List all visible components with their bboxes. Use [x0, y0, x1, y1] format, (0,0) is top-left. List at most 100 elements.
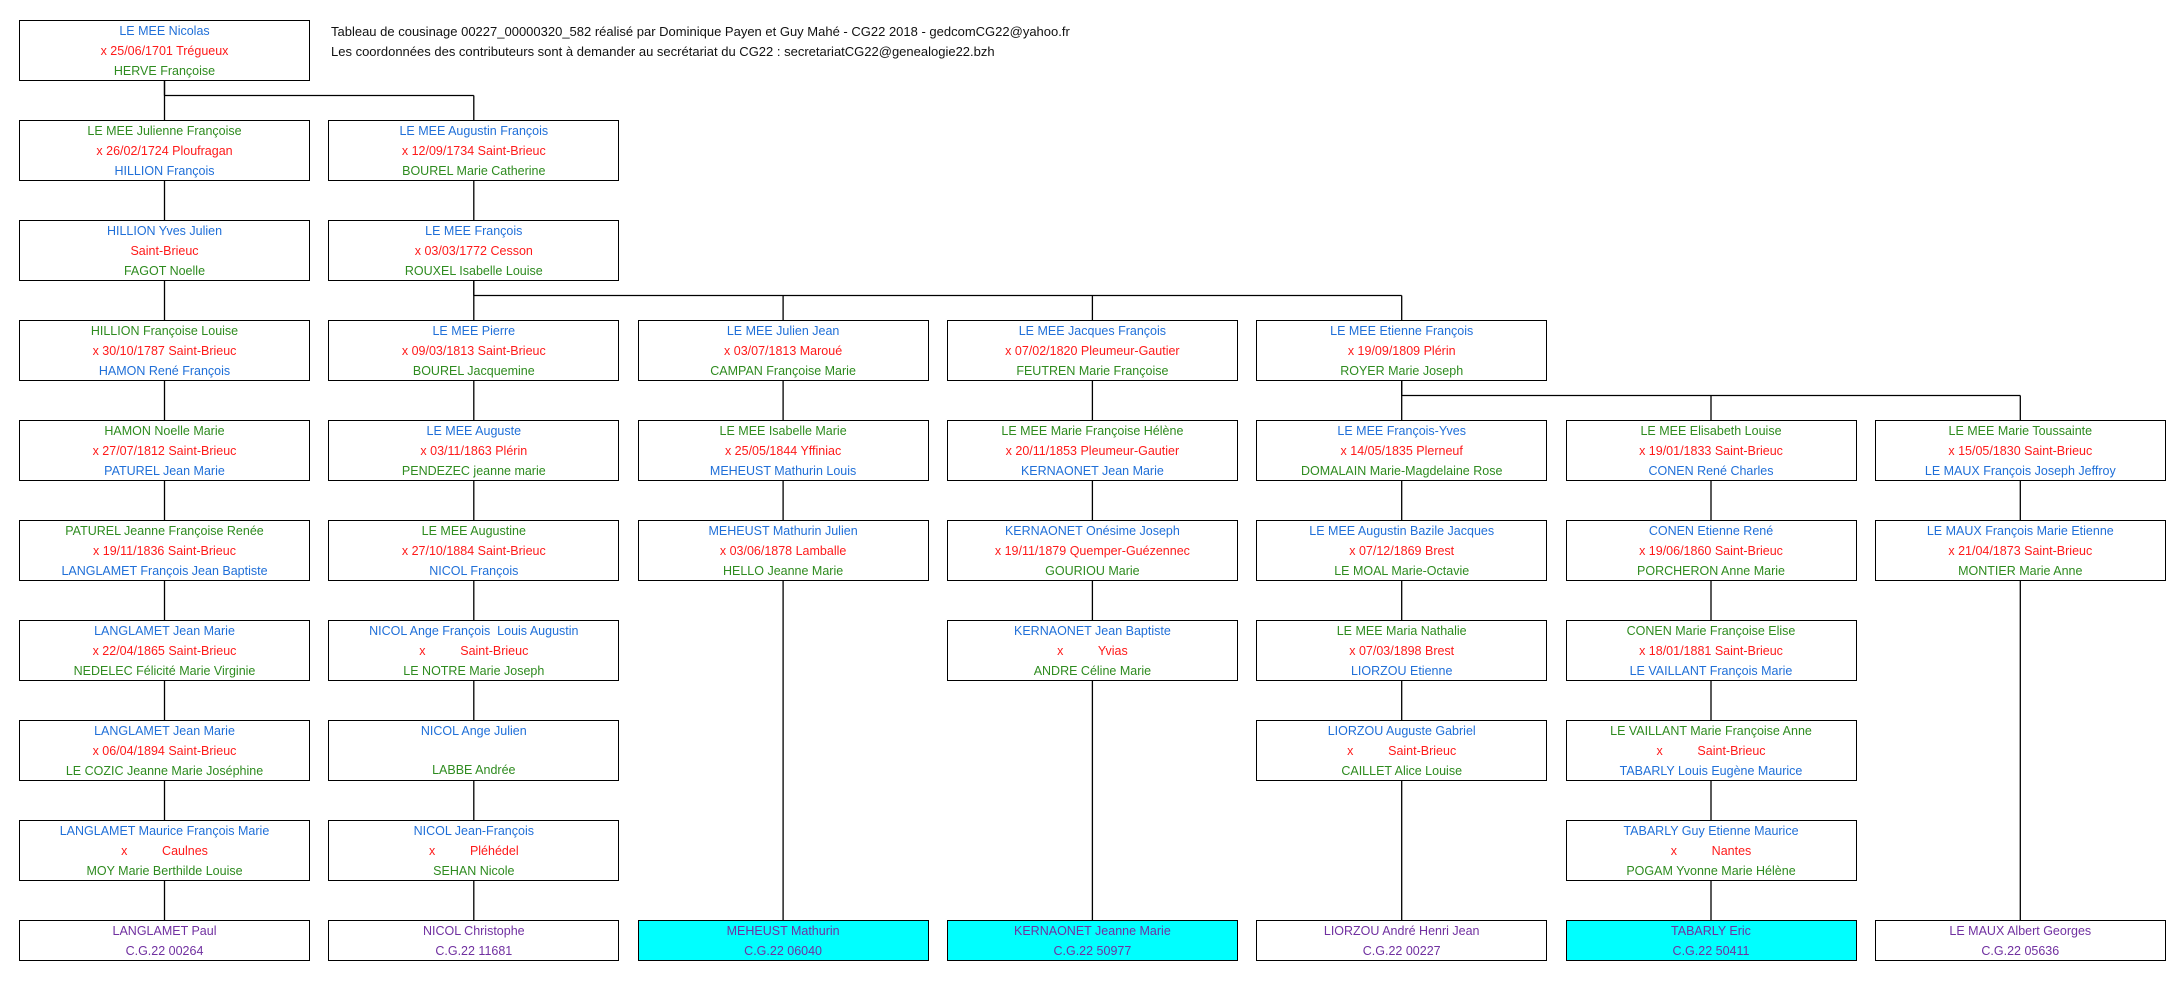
marriage-info: x Pléhédel [428, 843, 519, 858]
person-name: LE MEE Marie Toussainte [1948, 423, 2093, 438]
marriage-info: x 21/04/1873 Saint-Brieuc [1948, 543, 2093, 558]
spouse-name: LE MAUX François Joseph Jeffroy [1924, 463, 2116, 478]
spouse-name: CAMPAN Françoise Marie [710, 363, 856, 378]
person-name: PATUREL Jeanne Françoise Renée [65, 523, 264, 538]
person-box[interactable]: LE MEE Marie Françoise Hélène x 20/11/185… [946, 420, 1238, 481]
contributor-code: C.G.22 50411 [1672, 943, 1750, 958]
contributor-code: C.G.22 11681 [435, 943, 513, 958]
chart-header: Tableau de cousinage 00227_00000320_582 … [331, 22, 1070, 62]
marriage-info: x 30/10/1787 Saint-Brieuc [92, 343, 237, 358]
person-name: LE MEE Jacques François [1018, 323, 1167, 338]
marriage-info: x 27/10/1884 Saint-Brieuc [401, 543, 546, 558]
spouse-name: LE COZIC Jeanne Marie Joséphine [65, 763, 264, 778]
spouse-name: FEUTREN Marie Françoise [1016, 363, 1169, 378]
person-name: TABARLY Guy Etienne Maurice [1623, 823, 1799, 838]
person-name: LE MEE Marie Françoise Hélène [1001, 423, 1184, 438]
contributor-name: LANGLAMET Paul [112, 923, 217, 938]
spouse-name: CAILLET Alice Louise [1341, 763, 1463, 778]
spouse-name: GOURIOU Marie [1045, 563, 1140, 578]
person-name: LANGLAMET Maurice François Marie [59, 823, 270, 838]
marriage-info: x Saint-Brieuc [1656, 743, 1766, 758]
marriage-info: x 18/01/1881 Saint-Brieuc [1639, 643, 1783, 658]
contributor-name: TABARLY Eric [1671, 923, 1751, 938]
person-name: LE MEE Nicolas [119, 23, 210, 38]
person-name: LE MEE Augustin Bazile Jacques [1309, 523, 1495, 538]
marriage-info: x Yvias [1057, 643, 1128, 658]
marriage-info: x 03/07/1813 Maroué [724, 343, 843, 358]
spouse-name: SEHAN Nicole [433, 863, 515, 878]
person-box[interactable]: LE MEE Augustine x 27/10/1884 Saint-Brieu… [328, 520, 620, 581]
person-box[interactable]: HAMON Noelle Marie x 27/07/1812 Saint-Bri… [19, 420, 310, 481]
spouse-name: KERNAONET Jean Marie [1020, 463, 1164, 478]
person-name: LIORZOU Auguste Gabriel [1327, 723, 1476, 738]
spouse-name: PATUREL Jean Marie [104, 463, 225, 478]
marriage-info: x 07/02/1820 Pleumeur-Gautier [1005, 343, 1180, 358]
spouse-name: TABARLY Louis Eugène Maurice [1619, 763, 1803, 778]
marriage-info: x 19/11/1879 Quemper-Guézennec [994, 543, 1190, 558]
marriage-info: x Nantes [1670, 843, 1752, 858]
contributor-code: C.G.22 50977 [1053, 943, 1132, 958]
marriage-info: x 27/07/1812 Saint-Brieuc [92, 443, 237, 458]
marriage-info: x 07/03/1898 Brest [1349, 643, 1455, 658]
spouse-name: CONEN René Charles [1648, 463, 1774, 478]
person-box[interactable]: CONEN Marie Françoise Elise x 18/01/1881 … [1565, 620, 1857, 681]
spouse-name: LABBE Andrée [432, 763, 516, 777]
person-name: LE MEE Augustin François [399, 123, 549, 138]
contributor-code: C.G.22 00264 [125, 943, 204, 958]
spouse-name: FAGOT Noelle [123, 263, 206, 278]
spouse-name: MEHEUST Mathurin Louis [709, 463, 857, 478]
person-name: HAMON Noelle Marie [104, 423, 225, 438]
header-title: Tableau de cousinage 00227_00000320_582 … [331, 24, 1070, 39]
spouse-name: LANGLAMET François Jean Baptiste [61, 563, 268, 578]
marriage-info: x 12/09/1734 Saint-Brieuc [401, 143, 546, 158]
person-name: CONEN Marie Françoise Elise [1626, 623, 1796, 638]
marriage-info: x 03/11/1863 Plérin [420, 443, 528, 458]
person-name: LE MEE Auguste [426, 423, 522, 438]
person-name: LE MEE François [425, 223, 523, 238]
contributor-name: KERNAONET Jeanne Marie [1014, 923, 1171, 938]
person-box[interactable]: LE MEE Augustin François x 12/09/1734 Sai… [328, 120, 620, 181]
marriage-info: x 19/06/1860 Saint-Brieuc [1639, 543, 1783, 558]
contributor-name: NICOL Christophe [422, 923, 525, 938]
person-box[interactable]: LE MEE Jacques François x 07/02/1820 Pleu… [946, 320, 1238, 381]
person-name: LE MEE Augustine [421, 523, 526, 538]
marriage-info: x 20/11/1853 Pleumeur-Gautier [1005, 443, 1180, 458]
